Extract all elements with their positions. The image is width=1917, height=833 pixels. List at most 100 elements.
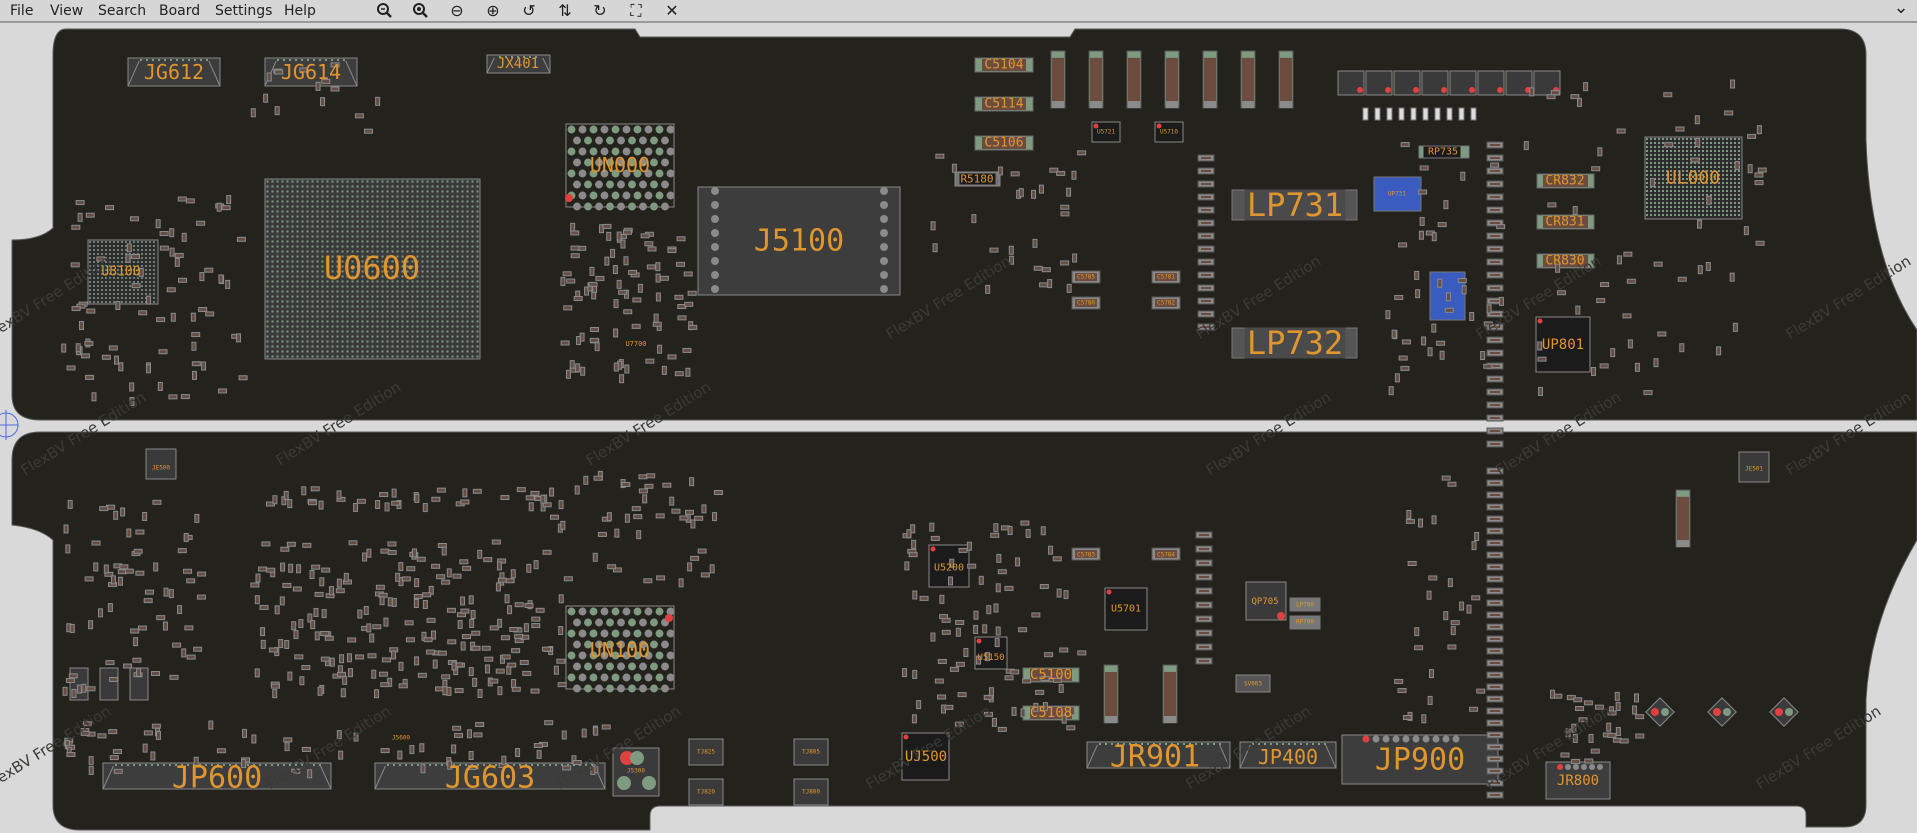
smd-body xyxy=(194,648,201,651)
smd-body xyxy=(951,668,958,671)
part-label-cr831[interactable]: CR831 xyxy=(1545,215,1584,230)
part-label-rp700[interactable]: RP700 xyxy=(1296,619,1314,626)
smd-body xyxy=(354,504,357,511)
part-label-ul000[interactable]: UL000 xyxy=(1666,168,1720,189)
part-label-jg603[interactable]: JG603 xyxy=(445,761,535,796)
part-label-u8100[interactable]: U8100 xyxy=(101,265,140,280)
part-label-rp735[interactable]: RP735 xyxy=(1428,147,1458,158)
part-label-c5106[interactable]: C5106 xyxy=(984,136,1023,151)
part-label-c5108[interactable]: C5108 xyxy=(1030,705,1072,721)
ball xyxy=(1726,194,1728,196)
ball xyxy=(129,301,131,303)
part-label-un000[interactable]: UN000 xyxy=(590,153,650,177)
part-label-r5180[interactable]: R5180 xyxy=(960,173,993,186)
minus-circle-icon[interactable]: ⊖ xyxy=(450,1,464,20)
part-label-tj805[interactable]: TJ805 xyxy=(802,749,820,756)
rotate-ccw-icon[interactable]: ↺ xyxy=(522,1,536,20)
part-label-up731[interactable]: UP731 xyxy=(1388,191,1406,198)
menu-help[interactable]: Help xyxy=(284,3,316,19)
menu-view[interactable]: View xyxy=(50,3,84,19)
ball xyxy=(1738,178,1740,180)
part-label-c5783[interactable]: C5783 xyxy=(1077,552,1095,559)
part-label-tj800[interactable]: TJ800 xyxy=(802,789,820,796)
part-label-sv003[interactable]: SV003 xyxy=(1244,681,1262,688)
part-label-jg614[interactable]: JG614 xyxy=(281,60,341,84)
part-label-c5782[interactable]: C5782 xyxy=(1157,300,1175,307)
part-label-tj820[interactable]: TJ820 xyxy=(697,789,715,796)
overflow-chevron-icon[interactable]: ⌄ xyxy=(1893,0,1909,18)
zoom-out-icon[interactable] xyxy=(374,1,396,21)
part-label-lp700[interactable]: LP700 xyxy=(1296,602,1314,609)
part-label-c5785[interactable]: C5785 xyxy=(1077,274,1095,281)
part-label-lp731[interactable]: LP731 xyxy=(1247,186,1343,224)
part-label-j5300[interactable]: J5300 xyxy=(627,768,645,775)
menu-settings[interactable]: Settings xyxy=(215,3,273,19)
part-label-qp705[interactable]: QP705 xyxy=(1251,597,1278,607)
part-label-cr832[interactable]: CR832 xyxy=(1545,174,1584,189)
ball xyxy=(600,147,609,156)
part-label-c5781[interactable]: C5781 xyxy=(1157,274,1175,281)
ball xyxy=(441,220,444,223)
part-label-u7700[interactable]: U7700 xyxy=(625,340,646,348)
part-label-u5701[interactable]: U5701 xyxy=(1111,604,1141,615)
ball xyxy=(321,280,324,283)
part-label-u5721[interactable]: U5721 xyxy=(1097,129,1115,136)
ball xyxy=(436,285,439,288)
part-label-c5114[interactable]: C5114 xyxy=(984,97,1023,112)
ball xyxy=(149,277,151,279)
ball xyxy=(421,280,424,283)
part-label-jp900[interactable]: JP900 xyxy=(1375,743,1465,778)
menu-search[interactable]: Search xyxy=(98,3,147,19)
close-icon[interactable]: ✕ xyxy=(665,1,679,20)
menu-board[interactable]: Board xyxy=(159,3,201,19)
menu-file[interactable]: File xyxy=(10,3,34,19)
ball xyxy=(336,330,339,333)
ball xyxy=(416,325,419,328)
ball xyxy=(391,320,394,323)
part-label-tj825[interactable]: TJ825 xyxy=(697,749,715,756)
smd-body xyxy=(1042,677,1049,680)
rotate-cw-icon[interactable]: ↻ xyxy=(593,1,607,20)
ball xyxy=(471,225,474,228)
ball xyxy=(356,215,359,218)
ball xyxy=(1670,186,1672,188)
part-label-up801[interactable]: UP801 xyxy=(1542,337,1584,353)
part-label-c5104[interactable]: C5104 xyxy=(984,58,1023,73)
pin xyxy=(567,764,569,766)
plus-circle-icon[interactable]: ⊕ xyxy=(486,1,500,20)
part-label-c5784[interactable]: C5784 xyxy=(1157,552,1175,559)
ball xyxy=(113,269,115,271)
part-label-uj500[interactable]: UJ500 xyxy=(905,749,947,765)
fit-view-icon[interactable]: ⛶ xyxy=(630,1,642,20)
part-label-jp600[interactable]: JP600 xyxy=(172,761,262,796)
part-label-cr830[interactable]: CR830 xyxy=(1545,254,1584,269)
part-label-jr901[interactable]: JR901 xyxy=(1110,740,1200,775)
part-label-u5710[interactable]: U5710 xyxy=(1160,129,1178,136)
part-label-je500[interactable]: JE500 xyxy=(152,465,170,472)
part-label-u5200[interactable]: U5200 xyxy=(934,563,964,574)
part-label-jr800[interactable]: JR800 xyxy=(1557,773,1599,789)
ball xyxy=(281,310,284,313)
part-label-un100[interactable]: UN100 xyxy=(590,638,650,662)
part-label-jp400[interactable]: JP400 xyxy=(1258,745,1318,769)
part-label-jg612[interactable]: JG612 xyxy=(144,60,204,84)
pin xyxy=(181,764,183,766)
zoom-in-icon[interactable] xyxy=(410,1,432,21)
ball xyxy=(461,250,464,253)
ball xyxy=(1718,190,1720,192)
part-label-c5780[interactable]: C5780 xyxy=(1077,300,1095,307)
part-label-u5150[interactable]: U5150 xyxy=(977,653,1004,663)
part-label-u0600[interactable]: U0600 xyxy=(324,249,420,287)
part-label-c5100[interactable]: C5100 xyxy=(1030,667,1072,683)
part-label-j5600[interactable]: J5600 xyxy=(392,735,410,742)
smd-body xyxy=(1707,197,1710,204)
part-label-jx401[interactable]: JX401 xyxy=(497,56,539,72)
part-label-j5100[interactable]: J5100 xyxy=(754,224,844,259)
flip-icon[interactable]: ⇅ xyxy=(558,1,572,20)
cap-body xyxy=(1280,57,1292,102)
part-label-je501[interactable]: JE501 xyxy=(1745,466,1763,473)
ball xyxy=(589,125,598,134)
part-label-lp732[interactable]: LP732 xyxy=(1247,324,1343,362)
